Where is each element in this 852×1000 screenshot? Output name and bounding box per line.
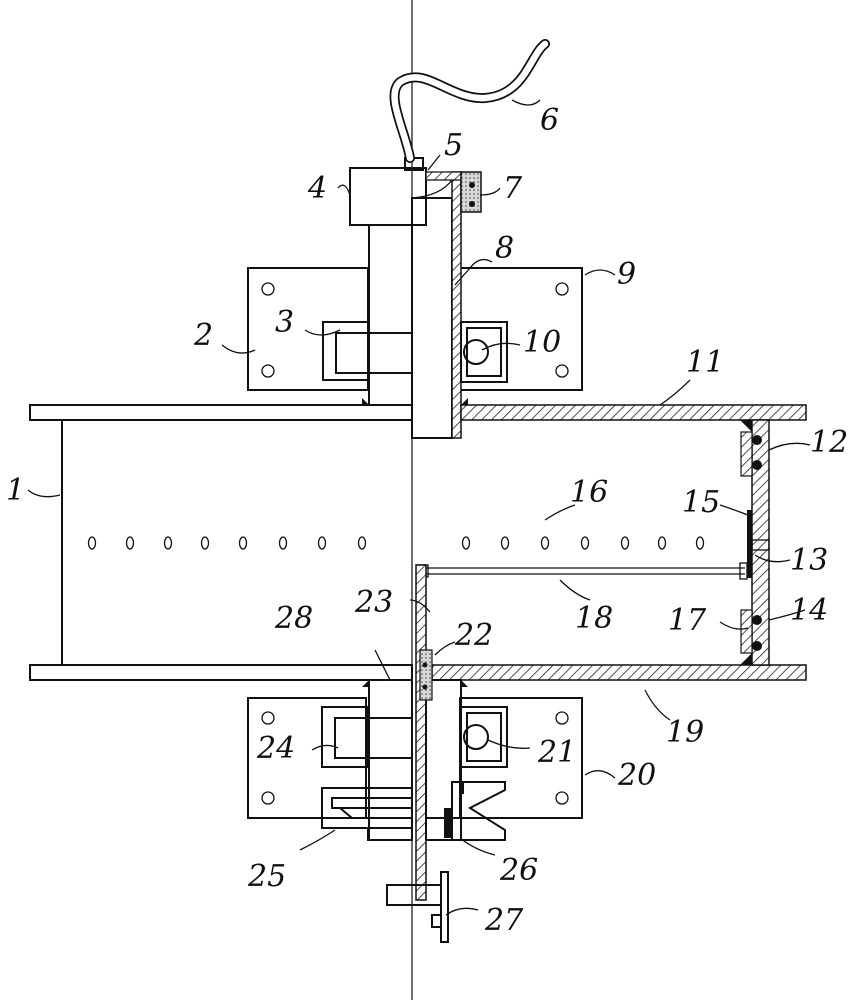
end-bracket [386, 871, 449, 943]
label-11: 11 [686, 345, 724, 380]
rotary-seal [460, 171, 482, 213]
lower-seal [419, 649, 433, 701]
push-rod [417, 510, 770, 580]
upper-right-bearing [460, 321, 508, 383]
label-19: 19 [666, 715, 704, 750]
label-20: 20 [617, 758, 656, 793]
leader-lines [27, 99, 811, 916]
nozzle-hole [317, 536, 327, 550]
label-13: 13 [790, 543, 828, 578]
label-3: 3 [275, 305, 294, 340]
end-seals [740, 431, 762, 654]
supply-hose [389, 39, 550, 163]
nozzle-hole [163, 536, 173, 550]
upper-hollow-shaft [411, 171, 462, 439]
label-1: 1 [6, 473, 25, 508]
label-15: 15 [682, 485, 720, 520]
part-labels: 1 2 3 4 5 6 7 8 9 10 11 12 13 14 15 16 1… [6, 103, 848, 938]
label-17: 17 [668, 603, 707, 638]
label-24: 24 [256, 731, 295, 766]
label-10: 10 [523, 325, 561, 360]
label-28: 28 [274, 601, 313, 636]
label-2: 2 [193, 318, 213, 353]
lower-mounting-plates [247, 697, 583, 819]
nozzle-hole [125, 536, 135, 550]
nozzle-hole [87, 536, 97, 550]
nozzle-hole [540, 536, 550, 550]
nozzle-hole [580, 536, 590, 550]
lower-bearings [321, 706, 508, 768]
pin-bracket [425, 808, 462, 841]
nozzle-hole [238, 536, 248, 550]
label-14: 14 [790, 593, 828, 628]
label-21: 21 [537, 735, 576, 770]
label-22: 22 [454, 618, 493, 653]
label-5: 5 [444, 128, 463, 163]
nozzle-hole [461, 536, 471, 550]
label-25: 25 [247, 859, 286, 894]
nozzle-hole [500, 536, 510, 550]
label-8: 8 [495, 231, 514, 266]
label-26: 26 [499, 853, 538, 888]
label-23: 23 [354, 585, 393, 620]
label-6: 6 [540, 103, 559, 138]
label-9: 9 [617, 257, 636, 292]
label-18: 18 [575, 601, 613, 636]
label-27: 27 [484, 903, 524, 938]
nozzle-hole [620, 536, 630, 550]
label-7: 7 [503, 171, 523, 206]
label-4: 4 [307, 171, 327, 206]
label-12: 12 [810, 425, 848, 460]
label-16: 16 [570, 475, 608, 510]
pulley [321, 781, 506, 841]
upper-shaft-housing [349, 157, 427, 406]
drum-body [29, 398, 807, 681]
nozzle-hole [357, 536, 367, 550]
spray-nozzles [87, 536, 705, 550]
nozzle-hole [200, 536, 210, 550]
nozzle-hole [657, 536, 667, 550]
nozzle-hole [695, 536, 705, 550]
nozzle-hole [278, 536, 288, 550]
